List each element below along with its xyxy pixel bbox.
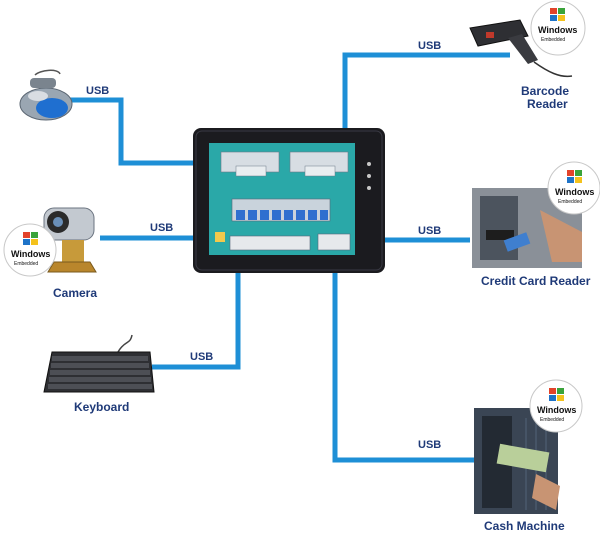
windows-embedded-badge-cash: Windows Embedded xyxy=(529,379,583,433)
usb-label-cash: USB xyxy=(418,439,441,451)
camera-device xyxy=(43,207,97,273)
windows-embedded-badge-barcode: Windows Embedded xyxy=(530,0,586,56)
svg-text:Windows: Windows xyxy=(11,249,50,259)
card-reader-label: Credit Card Reader xyxy=(481,274,591,288)
touch-panel-hmi xyxy=(193,128,385,273)
svg-text:Windows: Windows xyxy=(538,25,577,35)
mouse-device xyxy=(19,69,73,121)
usb-label-mouse: USB xyxy=(86,85,109,97)
line-cash xyxy=(332,270,475,463)
svg-text:Embedded: Embedded xyxy=(540,417,564,423)
windows-embedded-badge-camera: Windows Embedded xyxy=(3,223,57,277)
usb-label-card: USB xyxy=(418,225,441,237)
camera-label: Camera xyxy=(53,286,97,300)
line-barcode xyxy=(342,52,510,130)
line-mouse xyxy=(70,97,194,166)
svg-text:Embedded: Embedded xyxy=(541,37,565,43)
svg-text:Windows: Windows xyxy=(555,187,594,197)
svg-text:Embedded: Embedded xyxy=(14,261,38,267)
usb-label-keyboard: USB xyxy=(190,351,213,363)
line-keyboard xyxy=(152,270,241,370)
keyboard-label: Keyboard xyxy=(74,400,129,414)
barcode-reader-device xyxy=(469,19,573,78)
keyboard-device xyxy=(43,334,155,393)
usb-label-camera: USB xyxy=(150,222,173,234)
svg-text:Embedded: Embedded xyxy=(558,199,582,205)
cash-machine-device xyxy=(474,408,560,514)
barcode-label-line2: Reader xyxy=(527,97,568,111)
cash-machine-label: Cash Machine xyxy=(484,519,565,533)
connection-lines xyxy=(70,52,510,463)
windows-embedded-badge-card: Windows Embedded xyxy=(547,161,600,215)
svg-text:Windows: Windows xyxy=(537,405,576,415)
barcode-label-line1: Barcode xyxy=(521,84,569,98)
credit-card-reader-device xyxy=(472,188,582,268)
usb-label-barcode: USB xyxy=(418,40,441,52)
